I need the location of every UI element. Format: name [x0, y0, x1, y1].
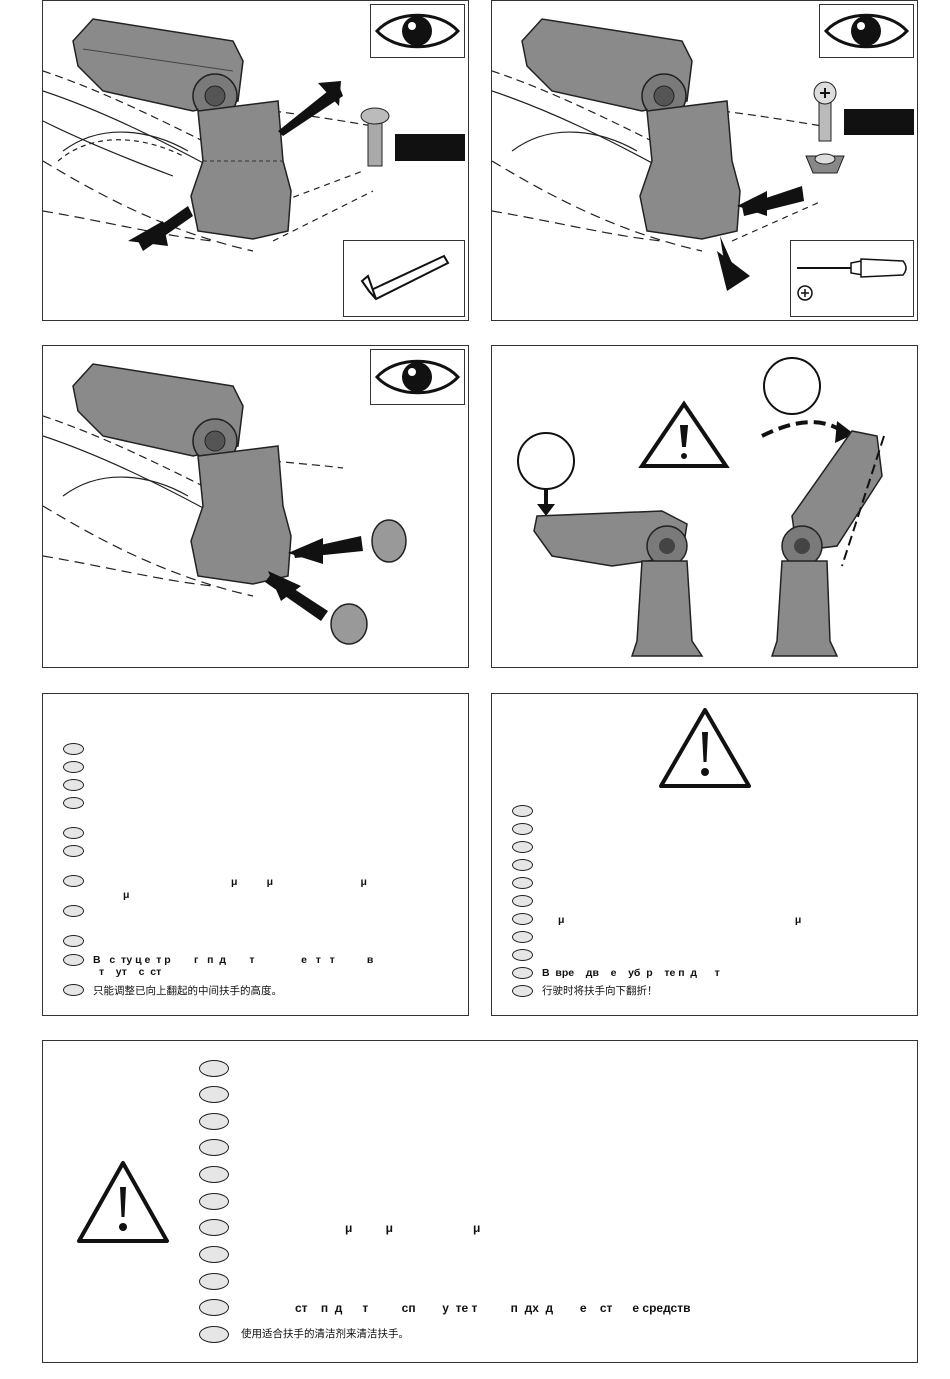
inspect-eye-box — [370, 4, 465, 58]
language-badge — [199, 1060, 229, 1077]
note-text-greek: μ μ μ — [231, 876, 367, 888]
language-badge — [63, 827, 84, 839]
note-text-chinese: 使用适合扶手的清洁剂来清洁扶手。 — [241, 1328, 409, 1340]
label-bar-2 — [844, 109, 914, 135]
eye-icon — [823, 13, 910, 49]
cleaning-notes: μ μ μ ст п д т сп у те т п дх д е ст е с… — [42, 1040, 918, 1363]
language-badge — [199, 1193, 229, 1210]
language-badge — [63, 797, 84, 809]
language-badge — [63, 875, 84, 887]
note-text-russian: В с ту ц е т р г п д т е т т в — [93, 954, 374, 966]
language-badge — [63, 743, 84, 755]
language-badge — [512, 949, 533, 961]
note-text-greek: μ μ μ — [345, 1221, 481, 1235]
note-text-chinese: 行驶时将扶手向下翻折！ — [542, 985, 658, 997]
warning-icon — [659, 708, 751, 788]
warning-icon — [77, 1161, 169, 1243]
language-badge — [199, 1219, 229, 1236]
step2-panel — [491, 0, 918, 321]
note-text-russian: В вре дв е уб р те п д т — [542, 967, 720, 979]
language-badge — [63, 845, 84, 857]
hex-key-icon — [360, 254, 450, 301]
armrest-illustration — [43, 18, 390, 252]
eye-icon — [374, 359, 461, 395]
language-badge — [512, 859, 533, 871]
language-badge — [512, 913, 533, 925]
language-badge — [63, 761, 84, 773]
language-badge — [63, 984, 84, 996]
language-badge — [199, 1326, 229, 1343]
armrest-illustration-2 — [492, 18, 845, 291]
language-badge — [512, 985, 533, 997]
note-text-russian: ст п д т сп у те т п дх д е ст е средств — [295, 1301, 691, 1315]
language-badge — [199, 1139, 229, 1156]
language-badge — [199, 1273, 229, 1290]
language-badge — [512, 841, 533, 853]
language-badge — [63, 779, 84, 791]
language-badge — [199, 1086, 229, 1103]
language-badge — [512, 805, 533, 817]
label-bar — [395, 134, 465, 161]
language-badge — [63, 954, 84, 966]
language-badge — [63, 935, 84, 947]
height-adjust-notes: μ μ μ μ В с ту ц е т р г п д т е т т в т… — [42, 693, 469, 1016]
step1-panel — [42, 0, 469, 321]
language-badge — [199, 1246, 229, 1263]
armrest-illustration-3 — [43, 363, 407, 645]
inspect-eye-box-3 — [370, 349, 465, 405]
language-badge — [512, 967, 533, 979]
armrest-usage-illustration — [517, 357, 885, 657]
hex-key-box — [343, 240, 465, 317]
screwdriver-box — [790, 240, 914, 317]
note-text-chinese: 只能调整已向上翻起的中间扶手的高度。 — [93, 985, 282, 997]
eye-icon — [374, 13, 461, 49]
language-badge — [512, 931, 533, 943]
driving-warning-notes: μ μ В вре дв е уб р те п д т 行驶时将扶手向下翻折！ — [491, 693, 918, 1016]
step4-panel — [491, 345, 918, 668]
language-badge — [512, 877, 533, 889]
language-badge — [199, 1113, 229, 1130]
note-text-greek: μ μ — [558, 914, 802, 926]
screwdriver-icon — [797, 258, 907, 301]
language-badge — [199, 1166, 229, 1183]
note-text-greek-2: μ — [123, 889, 130, 901]
inspect-eye-box-2 — [819, 4, 914, 58]
language-badge — [63, 905, 84, 917]
step3-panel — [42, 345, 469, 668]
language-badge — [199, 1299, 229, 1316]
language-badge — [512, 823, 533, 835]
note-text-russian-2: т ут с ст — [99, 966, 162, 978]
language-badge — [512, 895, 533, 907]
